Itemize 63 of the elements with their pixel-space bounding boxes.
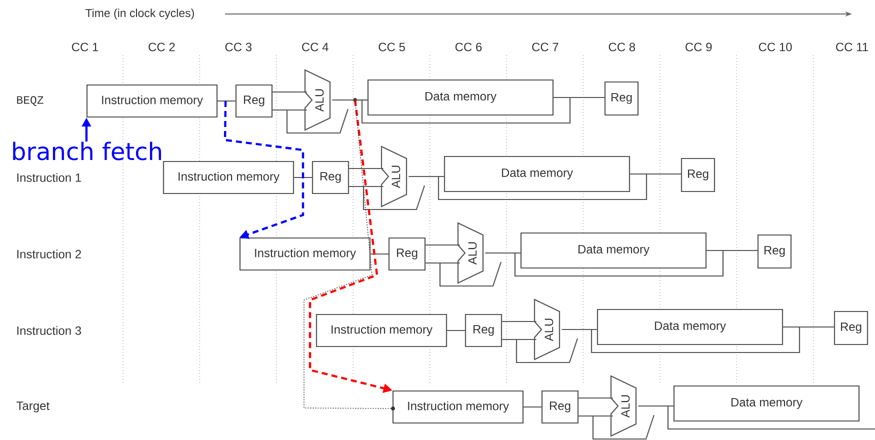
- register-box: Reg: [312, 160, 350, 194]
- connector-line: [272, 91, 307, 93]
- column-label: CC 9: [686, 42, 712, 52]
- column-label: CC 6: [455, 42, 482, 52]
- connector-line: [349, 186, 384, 188]
- column-label: CC 11: [836, 42, 868, 52]
- memory-box: Instruction memory: [316, 314, 448, 348]
- connector-line: [578, 397, 613, 399]
- connector-line: [349, 168, 384, 170]
- register-box: Reg: [604, 81, 639, 116]
- connector-line: [218, 100, 236, 102]
- connector-line: [447, 330, 465, 332]
- connector-line: [638, 405, 674, 407]
- column-label: CC 10: [758, 42, 792, 52]
- connector-line: [332, 99, 355, 101]
- connector-line: [578, 415, 613, 417]
- register-box: Reg: [680, 158, 716, 192]
- connector-line: [408, 176, 444, 178]
- column-label: CC 7: [532, 42, 558, 52]
- connector-line: [294, 176, 312, 178]
- connector-line: [502, 338, 536, 340]
- register-box: Reg: [541, 390, 579, 424]
- axis-label: Time (in clock cycles): [85, 8, 194, 20]
- connector-line: [355, 99, 368, 101]
- register-box: Reg: [235, 84, 273, 118]
- memory-box: Data memory: [520, 232, 707, 269]
- register-box: Reg: [757, 234, 792, 269]
- connector-line: [783, 326, 834, 328]
- connector-line: [706, 250, 758, 252]
- register-box: Reg: [834, 310, 868, 346]
- register-box: Reg: [464, 314, 502, 348]
- column-label: CC 8: [608, 42, 636, 52]
- connector-line: [562, 328, 597, 330]
- row-label: Target: [16, 402, 50, 412]
- memory-box: Instruction memory: [239, 237, 371, 271]
- register-box: Reg: [388, 237, 426, 271]
- row-label: Instruction 1: [17, 173, 81, 182]
- connector-line: [426, 244, 460, 246]
- column-label: CC 3: [225, 42, 252, 52]
- row-label: Instruction 2: [17, 250, 81, 258]
- memory-box: Data memory: [596, 308, 784, 346]
- row-label: Instruction 3: [17, 326, 82, 335]
- memory-box: Data memory: [367, 79, 554, 116]
- memory-box: Instruction memory: [392, 390, 524, 424]
- connector-line: [554, 96, 604, 98]
- connector-line: [272, 109, 307, 111]
- memory-box: Data memory: [673, 385, 860, 422]
- memory-box: Instruction memory: [162, 160, 294, 194]
- connector-line: [630, 173, 681, 175]
- connector-line: [502, 320, 536, 322]
- column-label: CC 1: [72, 42, 98, 52]
- connector-line: [426, 262, 460, 264]
- connector-line: [485, 252, 520, 254]
- column-label: CC 4: [302, 42, 328, 52]
- memory-box: Data memory: [444, 156, 630, 192]
- column-label: CC 5: [378, 42, 405, 52]
- row-label: BEQZ: [17, 96, 44, 106]
- arrow: [224, 100, 304, 240]
- memory-box: Instruction memory: [86, 84, 218, 118]
- column-label: CC 2: [148, 42, 175, 52]
- annotation-text: branch fetch: [13, 142, 161, 160]
- connector-line: [370, 253, 388, 255]
- connector-line: [524, 406, 542, 408]
